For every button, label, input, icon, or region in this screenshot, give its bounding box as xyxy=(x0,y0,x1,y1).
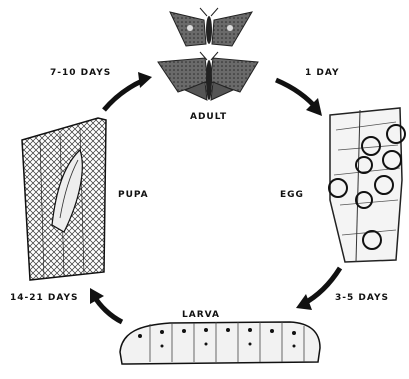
duration-adult-to-egg: 1 DAY xyxy=(305,68,340,78)
duration-egg-to-larva: 3-5 DAYS xyxy=(335,293,389,303)
larva-illustration xyxy=(120,322,320,364)
moth-top xyxy=(170,8,252,46)
duration-larva-to-pupa: 14-21 DAYS xyxy=(10,293,79,303)
arrow-larva-to-pupa xyxy=(90,288,122,322)
pupa-illustration xyxy=(22,118,106,280)
adult-illustration xyxy=(158,8,258,100)
duration-pupa-to-adult: 7-10 DAYS xyxy=(50,68,111,78)
stage-label-pupa: PUPA xyxy=(118,190,149,200)
arrow-adult-to-egg xyxy=(276,80,322,116)
stage-label-adult: ADULT xyxy=(190,112,227,122)
stage-label-larva: LARVA xyxy=(182,310,220,320)
egg-illustration xyxy=(329,108,405,262)
stage-label-egg: EGG xyxy=(280,190,304,200)
arrow-egg-to-larva xyxy=(296,268,340,310)
moth-bottom xyxy=(158,52,258,100)
